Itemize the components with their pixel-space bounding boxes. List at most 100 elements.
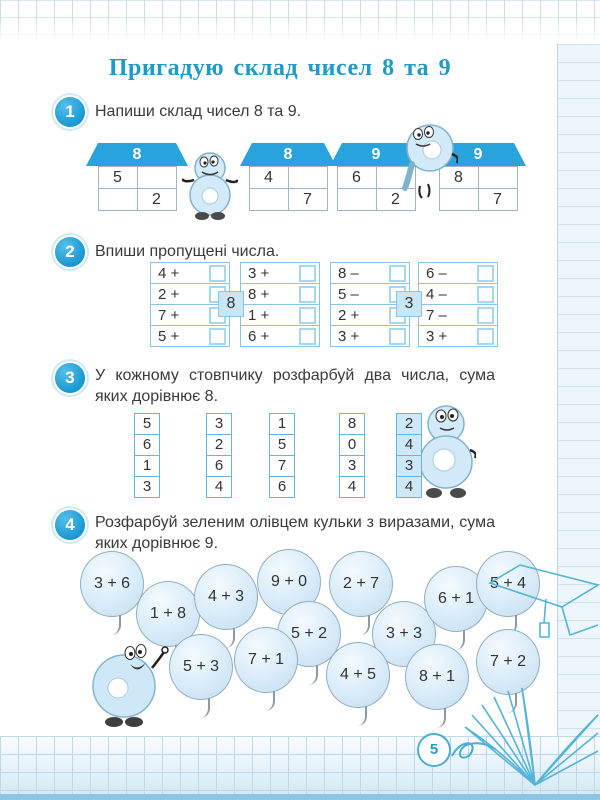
house-cell (288, 167, 328, 189)
house-cell: 7 (478, 189, 518, 211)
number-cell: 3 (135, 477, 160, 498)
house-cell: 8 (439, 167, 479, 189)
house-cell (137, 167, 177, 189)
number-house-4: 9 8 7 (430, 143, 526, 211)
number-cell: 4 (397, 477, 422, 498)
task1-number-badge: 1 (55, 97, 85, 127)
number-cell: 5 (270, 435, 295, 456)
op-label: 5 – (338, 285, 359, 303)
cartoon-nine-character-balloons (92, 644, 169, 727)
house-cells: 4 7 (248, 166, 328, 211)
house-cell: 6 (337, 167, 377, 189)
number-cell: 2 (207, 435, 232, 456)
number-cell: 6 (135, 435, 160, 456)
house-roof-number: 9 (330, 143, 422, 166)
answer-box (389, 327, 406, 345)
balloon-expression: 7 + 1 (234, 627, 298, 711)
op-label: 1 + (248, 306, 270, 324)
house-cells: 5 2 (97, 166, 177, 211)
number-cell: 4 (340, 477, 365, 498)
answer-box (299, 306, 316, 324)
house-cell (337, 189, 377, 211)
number-cell: 2 (397, 414, 422, 435)
number-cell: 7 (270, 456, 295, 477)
number-house-3: 9 6 2 (330, 143, 422, 211)
op-label: 7 – (426, 306, 447, 324)
grid-paper-top (0, 0, 600, 46)
number-column-1: 5 6 1 3 (134, 413, 160, 498)
task3-number-badge: 3 (55, 363, 85, 393)
task2-instruction: Впиши пропущені числа. (95, 243, 280, 260)
balloon-expression: 5 + 4 (476, 551, 540, 635)
op-label: 4 – (426, 285, 447, 303)
op-label: 6 + (248, 327, 270, 345)
op-label: 8 + (248, 285, 270, 303)
answer-box (389, 264, 406, 282)
house-cell: 4 (249, 167, 289, 189)
number-cell: 8 (340, 414, 365, 435)
number-house-2: 8 4 7 (240, 143, 336, 211)
balloon-expression: 2 + 7 (329, 551, 393, 635)
cartoon-eight-character (414, 405, 476, 498)
balloon-expression: 4 + 3 (194, 564, 258, 648)
answer-box (477, 285, 494, 303)
number-column-3: 1 5 7 6 (269, 413, 295, 498)
number-house-1: 8 5 2 (86, 143, 188, 211)
cartoon-nine-character (402, 124, 458, 199)
number-cell: 1 (135, 456, 160, 477)
task2-number-badge: 2 (55, 237, 85, 267)
house-cell (478, 167, 518, 189)
group-result-number: 8 (218, 291, 244, 317)
task1-instruction: Напиши склад чисел 8 та 9. (95, 103, 302, 120)
page-title: Пригадую склад чисел 8 та 9 (108, 55, 452, 81)
number-cell: 4 (207, 477, 232, 498)
balloon-expression: 8 + 1 (405, 644, 469, 728)
squiggle-line (451, 742, 497, 759)
number-column-2: 3 2 6 4 (206, 413, 232, 498)
number-cell: 3 (397, 456, 422, 477)
house-cell (98, 189, 138, 211)
balloon-expression: 7 + 2 (476, 629, 540, 713)
answer-box (209, 264, 226, 282)
number-cell: 4 (397, 435, 422, 456)
house-cell (249, 189, 289, 211)
house-cell: 2 (376, 189, 416, 211)
number-column-5: 2 4 3 4 (396, 413, 422, 498)
house-cells: 6 2 (336, 166, 416, 211)
answer-box (299, 285, 316, 303)
answer-box (299, 327, 316, 345)
house-cell (439, 189, 479, 211)
op-table-g2-right: 6 – 4 – 7 – 3 + (418, 262, 498, 347)
number-cell: 3 (340, 456, 365, 477)
answer-box (299, 264, 316, 282)
op-label: 4 + (158, 264, 180, 282)
op-label: 6 – (426, 264, 447, 282)
balloon-expression: 3 + 6 (80, 551, 144, 635)
number-cell: 0 (340, 435, 365, 456)
task4-instruction: Розфарбуй зеленим олівцем кульки з вираз… (95, 514, 495, 552)
answer-box (477, 327, 494, 345)
op-label: 2 + (158, 285, 180, 303)
house-roof-number: 8 (240, 143, 336, 166)
house-cells: 8 7 (438, 166, 518, 211)
book-and-graduation-cap-illustration (464, 564, 600, 787)
balloon-expression: 5 + 3 (169, 634, 233, 718)
op-table-g1-right: 3 + 8 + 1 + 6 + (240, 262, 320, 347)
number-cell: 1 (270, 414, 295, 435)
number-cell: 6 (207, 456, 232, 477)
ruled-paper-right (557, 44, 600, 744)
task3-instruction: У кожному стовпчику розфарбуй два числа,… (95, 367, 495, 405)
answer-box (209, 327, 226, 345)
op-label: 7 + (158, 306, 180, 324)
number-cell: 6 (270, 477, 295, 498)
number-cell: 5 (135, 414, 160, 435)
op-table-g1-left: 4 + 2 + 7 + 5 + (150, 262, 230, 347)
group-result-number: 3 (396, 291, 422, 317)
house-roof-number: 9 (430, 143, 526, 166)
house-cell: 5 (98, 167, 138, 189)
task4-number-badge: 4 (55, 510, 85, 540)
op-label: 3 + (338, 327, 360, 345)
page-number: 5 (417, 733, 451, 767)
op-label: 5 + (158, 327, 180, 345)
cartoon-eight-character (182, 152, 238, 220)
